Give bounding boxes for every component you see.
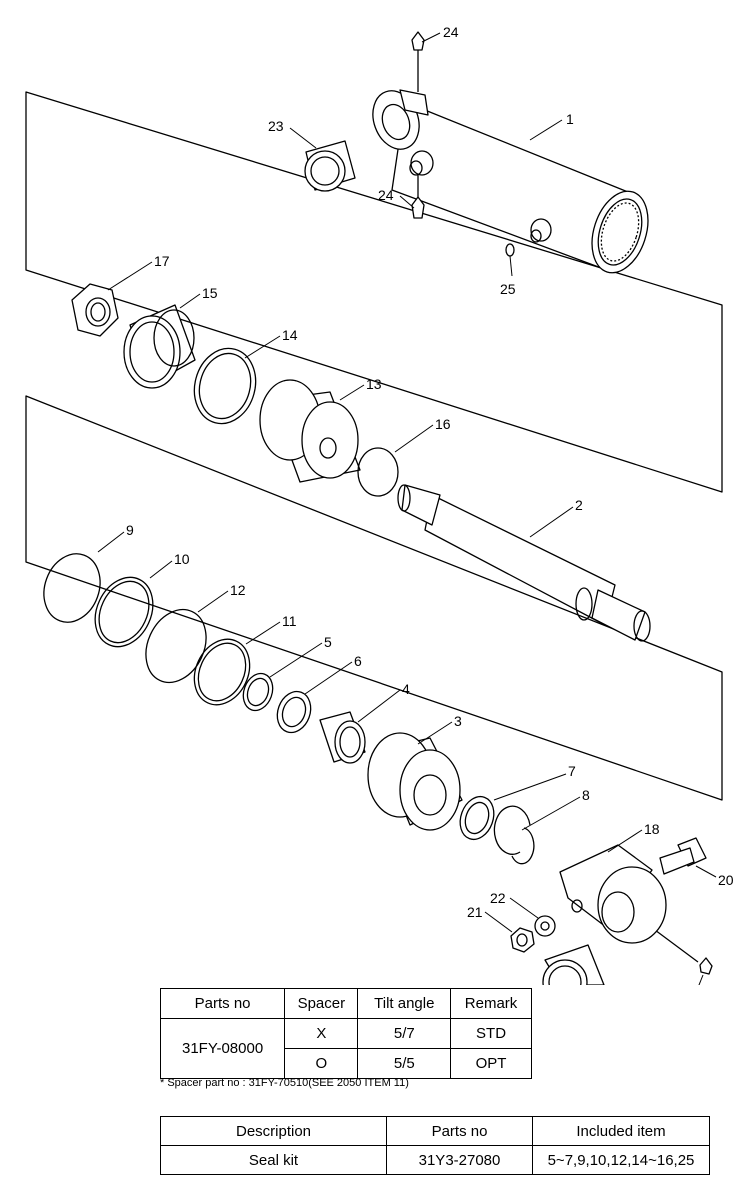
grease-nipple-24-low — [654, 929, 713, 975]
piston-3 — [367, 732, 463, 831]
bushing-15 — [123, 304, 196, 389]
callout-24-top: 24 — [443, 24, 459, 40]
o-ring-12 — [145, 608, 207, 684]
backup-ring-10 — [94, 576, 154, 648]
spacer-option-table: Parts no Spacer Tilt angle Remark 31FY-0… — [159, 988, 532, 1079]
callout-11: 11 — [282, 613, 297, 629]
cell-included: 5~7,9,10,12,14~16,25 — [532, 1145, 710, 1175]
callout-23: 23 — [268, 118, 284, 134]
callout-14: 14 — [282, 327, 298, 343]
callout-1: 1 — [566, 111, 574, 127]
bushing-4 — [319, 711, 366, 764]
header-included-item: Included item — [532, 1116, 710, 1146]
callout-12: 12 — [230, 582, 246, 598]
ring-5 — [242, 672, 274, 712]
seal-kit-table: Description Parts no Included item Seal … — [160, 1116, 710, 1175]
cell-remark: STD — [450, 1018, 532, 1049]
o-ring-25 — [505, 243, 515, 257]
callout-4: 4 — [402, 681, 410, 697]
exploded-parts-diagram: 1 2 3 4 5 6 7 8 9 10 11 12 13 14 15 16 1… — [25, 24, 734, 985]
cylinder-tube — [372, 89, 649, 274]
o-ring-9 — [43, 553, 101, 623]
callout-8: 8 — [582, 787, 590, 803]
cell-part-no: 31FY-08000 — [159, 1018, 286, 1079]
nut-21 — [510, 927, 535, 953]
callout-25: 25 — [500, 281, 516, 297]
cell-tilt: 5/7 — [357, 1018, 452, 1049]
cell-description: Seal kit — [160, 1145, 387, 1175]
grease-nipple-24-mid — [411, 175, 425, 219]
rod-eye-18 — [559, 844, 667, 944]
header-description: Description — [160, 1116, 387, 1146]
callout-6: 6 — [354, 653, 362, 669]
callout-18: 18 — [644, 821, 660, 837]
bolt-20 — [659, 837, 707, 875]
grease-nipple-24-top — [411, 31, 425, 92]
cell-spacer: O — [284, 1048, 359, 1079]
callout-3: 3 — [454, 713, 462, 729]
cell-parts-no: 31Y3-27080 — [386, 1145, 533, 1175]
callout-13: 13 — [366, 376, 382, 392]
piston-rod — [397, 484, 651, 642]
callout-5: 5 — [324, 634, 332, 650]
cell-remark: OPT — [450, 1048, 532, 1079]
cell-spacer: X — [284, 1018, 359, 1049]
spacer-table-header-row: Parts no Spacer Tilt angle Remark — [159, 988, 532, 1019]
bushing-23 — [304, 140, 356, 192]
callout-2: 2 — [575, 497, 583, 513]
callout-15: 15 — [202, 285, 218, 301]
callout-17: 17 — [154, 253, 170, 269]
callout-16: 16 — [435, 416, 451, 432]
o-ring-16 — [357, 447, 399, 497]
callout-7: 7 — [568, 763, 576, 779]
header-parts-no: Parts no — [159, 988, 286, 1019]
callout-21: 21 — [467, 904, 483, 920]
callout-22: 22 — [490, 890, 506, 906]
ring-14 — [193, 347, 257, 425]
callout-20: 20 — [718, 872, 734, 888]
washer-22 — [534, 915, 556, 937]
table-row: Seal kit 31Y3-27080 5~7,9,10,12,14~16,25 — [160, 1145, 710, 1175]
nut-17 — [71, 283, 119, 337]
snap-ring-8 — [493, 805, 535, 865]
callout-24-mid: 24 — [378, 187, 394, 203]
header-parts-no: Parts no — [386, 1116, 533, 1146]
header-tilt-angle: Tilt angle — [357, 988, 452, 1019]
table-row: 31FY-08000 X 5/7 STD — [159, 1018, 532, 1079]
header-remark: Remark — [450, 988, 532, 1019]
leader-lines — [97, 32, 717, 985]
spacer-11 — [193, 638, 251, 706]
lower-assembly-outline — [25, 395, 723, 801]
ring-6 — [276, 690, 312, 734]
callout-10: 10 — [174, 551, 190, 567]
header-spacer: Spacer — [284, 988, 359, 1019]
callout-labels: 1 2 3 4 5 6 7 8 9 10 11 12 13 14 15 16 1… — [126, 24, 734, 920]
upper-assembly-outline — [25, 91, 723, 493]
ring-7 — [459, 795, 495, 841]
bushing-19 — [542, 944, 605, 985]
seal-table-header-row: Description Parts no Included item — [160, 1116, 710, 1146]
table-row: O 5/5 OPT — [161, 1048, 532, 1079]
spacer-note: * Spacer part no : 31FY-70510(SEE 2050 I… — [160, 1077, 409, 1089]
gland-13 — [259, 379, 361, 483]
callout-9: 9 — [126, 522, 134, 538]
cell-tilt: 5/5 — [357, 1048, 452, 1079]
